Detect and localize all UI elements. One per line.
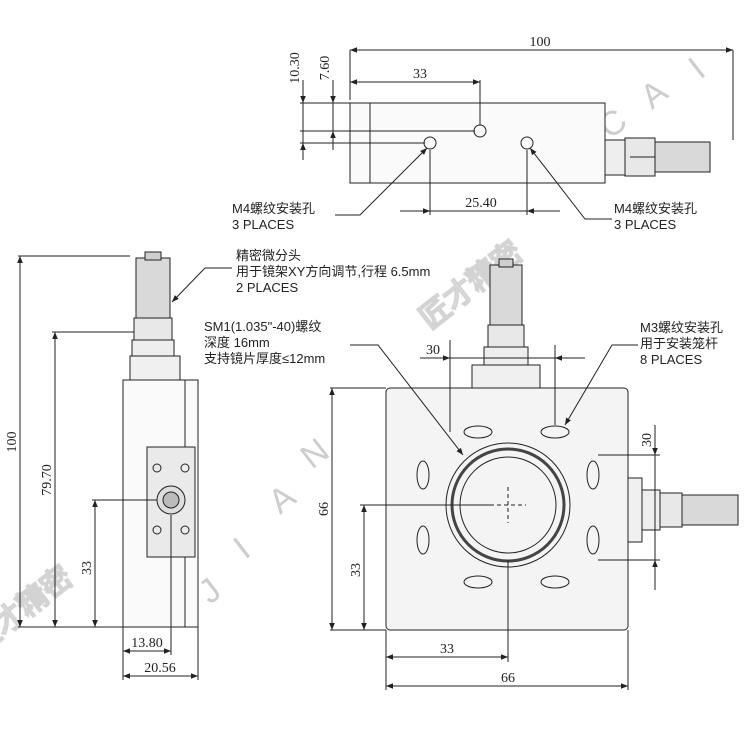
front-micrometer-right-collar (641, 489, 661, 531)
sm1-callout-line2: 深度 16mm (204, 335, 270, 350)
front-m3-hole (586, 460, 600, 490)
front-micrometer-right-thimble (681, 494, 739, 526)
watermark-letter-a2: A (634, 72, 676, 116)
leader-m4-right (529, 147, 612, 220)
front-m3-hole (463, 575, 493, 589)
side-micrometer-sleeve (133, 317, 173, 341)
front-view-labels: 66 33 66 33 30 30 SM1(1.035"-40)螺纹 深度 16… (204, 319, 723, 686)
front-view-plate (385, 387, 629, 631)
dim-25-40-label: 25.40 (465, 196, 497, 211)
watermark-logo-left: 匠才精密 (0, 560, 79, 661)
watermark-letter-i: I (227, 531, 258, 567)
dim-side-100-label: 100 (5, 432, 20, 453)
m4-left-callout-line1: M4螺纹安装孔 (232, 201, 315, 216)
watermark-letter-i2: I (682, 51, 713, 87)
side-view-labels: 100 79.70 33 13.80 20.56 精密微分头 用于镜架XY方向调… (5, 248, 430, 676)
side-micrometer-collar (131, 339, 175, 357)
side-micrometer-nut (129, 355, 181, 381)
dim-side-33-label: 33 (80, 561, 95, 575)
leader-micrometer (171, 267, 232, 303)
front-m3-hole (416, 460, 430, 490)
front-m3-hole (540, 575, 570, 589)
leader-m3 (564, 344, 638, 426)
leader-m4-left (335, 147, 428, 216)
front-view (329, 258, 739, 690)
sm1-callout-line3: 支持镜片厚度≤12mm (204, 351, 325, 366)
top-view (300, 47, 734, 220)
side-view-screw (152, 525, 162, 535)
side-micrometer-thimble (135, 257, 171, 319)
front-m3-hole (416, 525, 430, 555)
top-micrometer-collar (604, 139, 626, 176)
watermark-letter-a: A (262, 477, 304, 521)
front-micrometer-top-cap (498, 258, 514, 268)
dim-front-33-height-label: 33 (349, 563, 364, 577)
front-micrometer-right-sleeve (659, 492, 683, 528)
side-micrometer-cap (144, 251, 162, 261)
micrometer-callout-line3: 2 PLACES (236, 280, 298, 295)
dim-13-80-label: 13.80 (131, 636, 163, 651)
front-m3-hole (586, 525, 600, 555)
dim-20-56-label: 20.56 (144, 661, 176, 676)
dim-30-top-label: 30 (426, 343, 440, 358)
leader-sm1 (350, 344, 464, 456)
m4-left-callout-line2: 3 PLACES (232, 217, 294, 232)
front-micrometer-top-sleeve (487, 324, 525, 348)
dim-front-66-height-label: 66 (317, 502, 332, 516)
side-view-screw (180, 525, 190, 535)
front-micrometer-right-nut (627, 477, 643, 543)
micrometer-callout-line1: 精密微分头 (236, 248, 301, 263)
m4-right-callout-line1: M4螺纹安装孔 (614, 201, 697, 216)
top-hole-right (520, 136, 534, 150)
dim-33-label: 33 (413, 67, 427, 82)
top-micrometer-thimble (654, 141, 711, 173)
side-view-screw (180, 463, 190, 473)
front-micrometer-top-collar (483, 346, 529, 366)
dim-10-30-label: 10.30 (288, 52, 303, 84)
m3-callout-line3: 8 PLACES (640, 352, 702, 367)
dim-width-label: 100 (530, 35, 551, 50)
side-view-screw (152, 463, 162, 473)
front-m3-hole (463, 425, 493, 439)
dim-7-60-label: 7.60 (318, 56, 333, 81)
front-m3-hole (540, 425, 570, 439)
m4-right-callout-line2: 3 PLACES (614, 217, 676, 232)
side-view-knob-inner (162, 491, 180, 509)
m3-callout-line2: 用于安装笼杆 (640, 336, 718, 351)
dim-30-right-label: 30 (640, 433, 655, 447)
dim-79-70-label: 79.70 (40, 464, 55, 496)
side-view (17, 251, 232, 680)
dim-front-66-width-label: 66 (501, 671, 515, 686)
top-view-labels: 100 33 10.30 7.60 25.40 M4螺纹安装孔 3 PLACES… (232, 35, 697, 232)
micrometer-callout-line2: 用于镜架XY方向调节,行程 6.5mm (236, 264, 430, 279)
front-micrometer-top-thimble (489, 264, 523, 326)
m3-callout-line1: M3螺纹安装孔 (640, 320, 723, 335)
watermark-letter-n: N (294, 431, 337, 476)
dim-front-33-width-label: 33 (440, 642, 454, 657)
sm1-callout-line1: SM1(1.035"-40)螺纹 (204, 319, 321, 334)
